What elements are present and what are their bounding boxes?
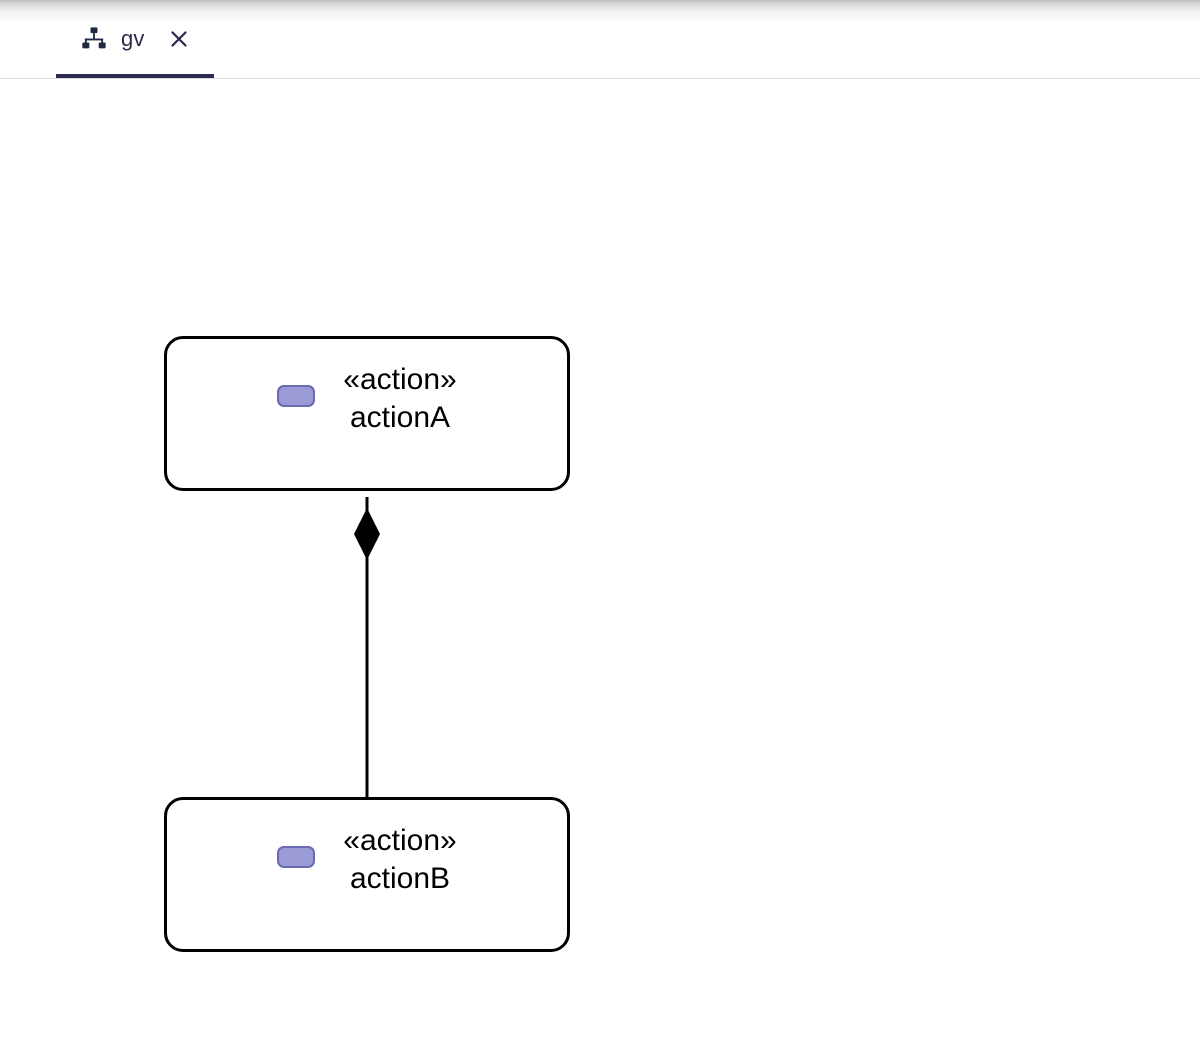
close-icon[interactable]	[166, 26, 192, 52]
node-header: «action» actionB	[167, 822, 567, 898]
tab-label: gv	[121, 26, 145, 51]
node-header: «action» actionA	[167, 361, 567, 437]
node-label: «action» actionA	[343, 361, 456, 437]
filled-diamond-icon	[354, 508, 380, 560]
tab-bar: gv	[0, 0, 1200, 79]
node-stereotype: «action»	[343, 824, 457, 857]
node-name: actionB	[349, 862, 451, 895]
tab-gv[interactable]: gv	[56, 0, 214, 78]
node-actionA[interactable]: «action» actionA	[164, 336, 570, 491]
node-stereotype: «action»	[343, 363, 457, 396]
diagram-canvas[interactable]: «action» actionA «action» actionB	[0, 79, 1200, 1060]
action-badge-icon	[277, 385, 316, 407]
action-badge-icon	[277, 846, 316, 868]
hierarchy-icon	[80, 25, 108, 53]
composition-edge[interactable]	[0, 79, 1200, 1060]
node-name: actionA	[349, 401, 451, 434]
tab-strip: gv	[0, 0, 214, 78]
node-actionB[interactable]: «action» actionB	[164, 797, 570, 952]
node-label: «action» actionB	[343, 822, 456, 898]
